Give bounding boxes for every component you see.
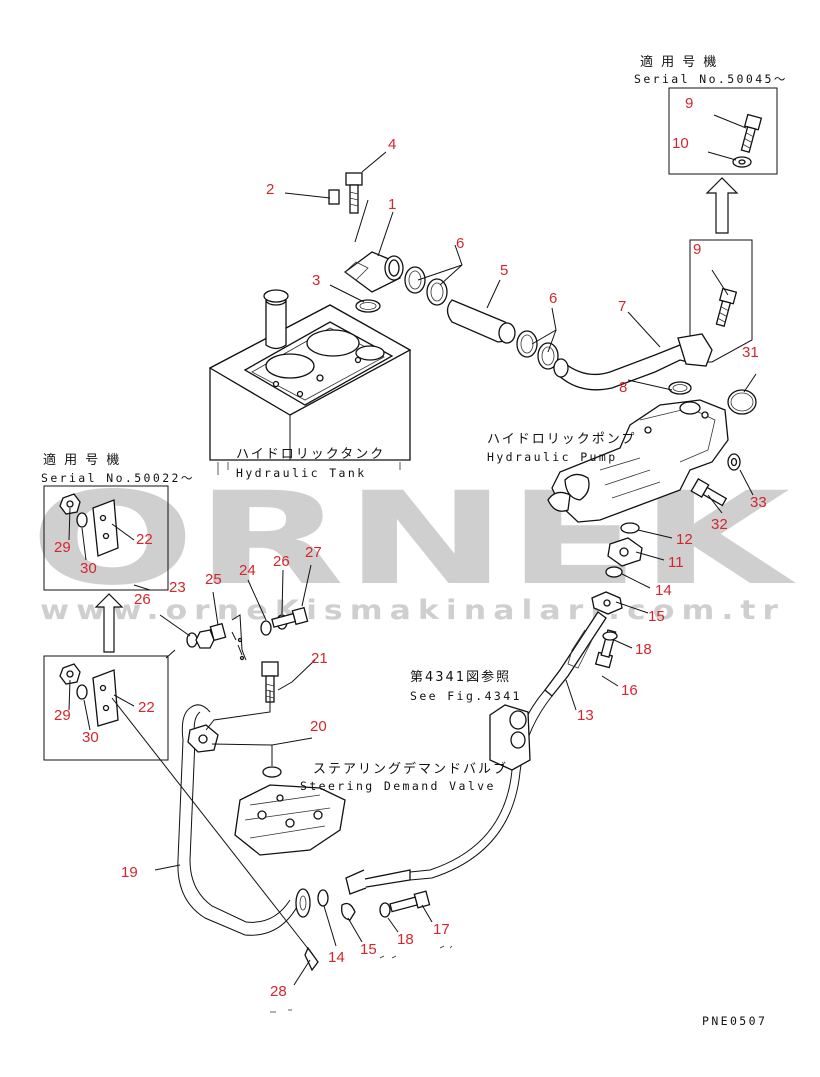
outlet-flange xyxy=(544,522,643,697)
callout-23: 23 xyxy=(169,579,186,596)
callout-19: 19 xyxy=(121,864,138,881)
callout-20: 20 xyxy=(310,718,327,735)
hydraulic-tank: ハイドロリックタンク Hydraulic Tank xyxy=(208,289,412,480)
callout-11: 11 xyxy=(668,554,684,571)
hydraulic-pump: ハイドロリックポンプ Hydraulic Pump xyxy=(487,399,741,523)
see-fig-jp: 第4341図参照 xyxy=(410,669,511,685)
callout-33: 33 xyxy=(750,494,767,511)
callout-16: 16 xyxy=(621,682,638,699)
serial-top-jp: 適 用 号 機 xyxy=(640,54,718,70)
callout-9a: 9 xyxy=(685,95,693,112)
pipe-19 xyxy=(177,704,453,1013)
pump-label-en: Hydraulic Pump xyxy=(487,450,618,464)
callout-numbers: 1 2 3 4 5 6 6 7 8 9 10 9 31 32 33 12 11 … xyxy=(54,95,767,1000)
callout-2: 2 xyxy=(266,181,274,198)
arrow-up-icon xyxy=(705,177,739,234)
callout-14b: 14 xyxy=(328,949,345,966)
callout-1: 1 xyxy=(388,196,396,213)
callout-24: 24 xyxy=(239,562,256,579)
callout-26b: 26 xyxy=(273,553,290,570)
callout-9b: 9 xyxy=(693,241,701,258)
callout-29b: 29 xyxy=(54,707,71,724)
callout-12: 12 xyxy=(676,531,693,548)
tank-label-en: Hydraulic Tank xyxy=(236,466,367,480)
callout-25: 25 xyxy=(205,571,222,588)
callout-4: 4 xyxy=(388,136,396,153)
callout-22b: 22 xyxy=(138,699,155,716)
callout-14a: 14 xyxy=(655,582,672,599)
callout-6a: 6 xyxy=(456,235,464,252)
arrow-up-left-icon xyxy=(94,593,124,653)
leader-lines xyxy=(68,151,757,986)
callout-7: 7 xyxy=(618,298,626,315)
callout-32: 32 xyxy=(711,516,728,533)
serial-left-jp: 適 用 号 機 xyxy=(43,452,121,468)
callout-8: 8 xyxy=(619,379,627,396)
serial-box-top: 適 用 号 機 Serial No.50045～ xyxy=(634,54,788,175)
steering-demand-valve: ステアリングデマンドバルブ Steering Demand Valve xyxy=(234,761,508,856)
callout-31: 31 xyxy=(742,344,759,361)
callout-30a: 30 xyxy=(80,560,97,577)
steering-hose: 第4341図参照 See Fig.4341 xyxy=(345,669,553,895)
bracket-parts: 適 用 号 機 Serial No.50022～ xyxy=(41,452,314,956)
bolt-box xyxy=(689,239,753,363)
steering-label-en: Steering Demand Valve xyxy=(300,779,496,793)
pump-label-jp: ハイドロリックポンプ xyxy=(487,432,636,447)
callout-30b: 30 xyxy=(82,729,99,746)
callout-6b: 6 xyxy=(549,290,557,307)
callout-21: 21 xyxy=(311,650,328,667)
callout-18a: 18 xyxy=(635,641,652,658)
callout-22a: 22 xyxy=(136,531,153,548)
callout-15b: 15 xyxy=(360,941,377,958)
callout-29a: 29 xyxy=(54,539,71,556)
callout-27: 27 xyxy=(305,544,322,561)
page-code: PNE0507 xyxy=(702,1014,767,1028)
watermark-url: www.orneKismakinalari.com.tr xyxy=(40,595,785,626)
tank-label-jp: ハイドロリックタンク xyxy=(236,447,385,462)
serial-left-label: Serial No.50022～ xyxy=(41,471,195,485)
callout-26a: 26 xyxy=(134,591,151,608)
callout-18b: 18 xyxy=(397,931,414,948)
suction-elbow xyxy=(328,172,757,415)
see-fig-en: See Fig.4341 xyxy=(410,689,522,703)
steering-label-jp: ステアリングデマンドバルブ xyxy=(313,761,508,777)
callout-10: 10 xyxy=(672,135,689,152)
callout-28: 28 xyxy=(270,983,287,1000)
callout-5: 5 xyxy=(500,262,508,279)
serial-top-label: Serial No.50045～ xyxy=(634,72,788,86)
callout-3: 3 xyxy=(312,272,320,289)
callout-13: 13 xyxy=(577,707,594,724)
callout-15a: 15 xyxy=(648,608,665,625)
callout-17: 17 xyxy=(433,921,450,938)
